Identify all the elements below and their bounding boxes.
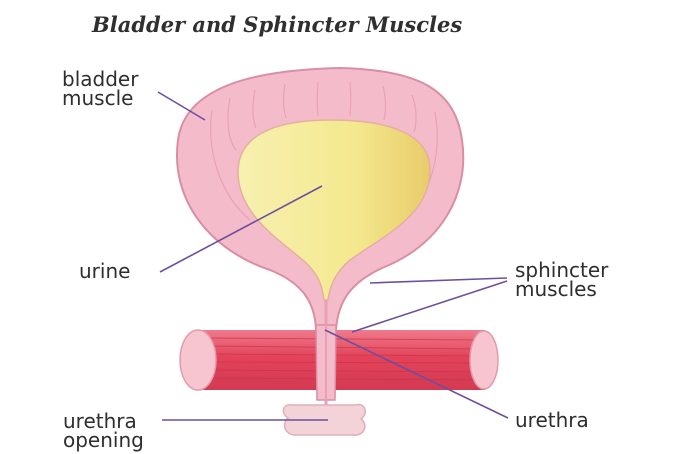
label-sphincter-muscles-line-1: sphincter: [515, 258, 609, 282]
label-urine: urine: [79, 259, 131, 283]
leader-urine: [159, 185, 323, 273]
label-urethra-opening-line-1: urethra: [63, 409, 137, 433]
label-sphincter-muscles-line-2: muscles: [515, 277, 597, 301]
urine-fill: [237, 119, 431, 301]
label-urethra: urethra: [515, 408, 589, 432]
leader-sphincter-1: [369, 277, 508, 284]
label-bladder-muscle: bladder muscle: [62, 67, 139, 110]
leader-sphincter-2: [351, 280, 508, 333]
label-urethra-opening-line-2: opening: [63, 428, 144, 452]
leader-urethra: [324, 329, 509, 419]
muscle-right-end: [469, 330, 499, 390]
label-bladder-muscle-line-1: bladder: [62, 67, 139, 91]
muscle-left-end: [179, 329, 217, 391]
leader-bladder-muscle: [157, 91, 206, 121]
pelvic-floor-muscle: [179, 329, 499, 391]
label-bladder-muscle-line-2: muscle: [62, 86, 134, 110]
diagram-title: Bladder and Sphincter Muscles: [92, 12, 463, 37]
leader-lines: [157, 91, 509, 421]
label-sphincter-muscles: sphincter muscles: [515, 258, 609, 301]
label-urethra-opening: urethra opening: [63, 409, 144, 452]
